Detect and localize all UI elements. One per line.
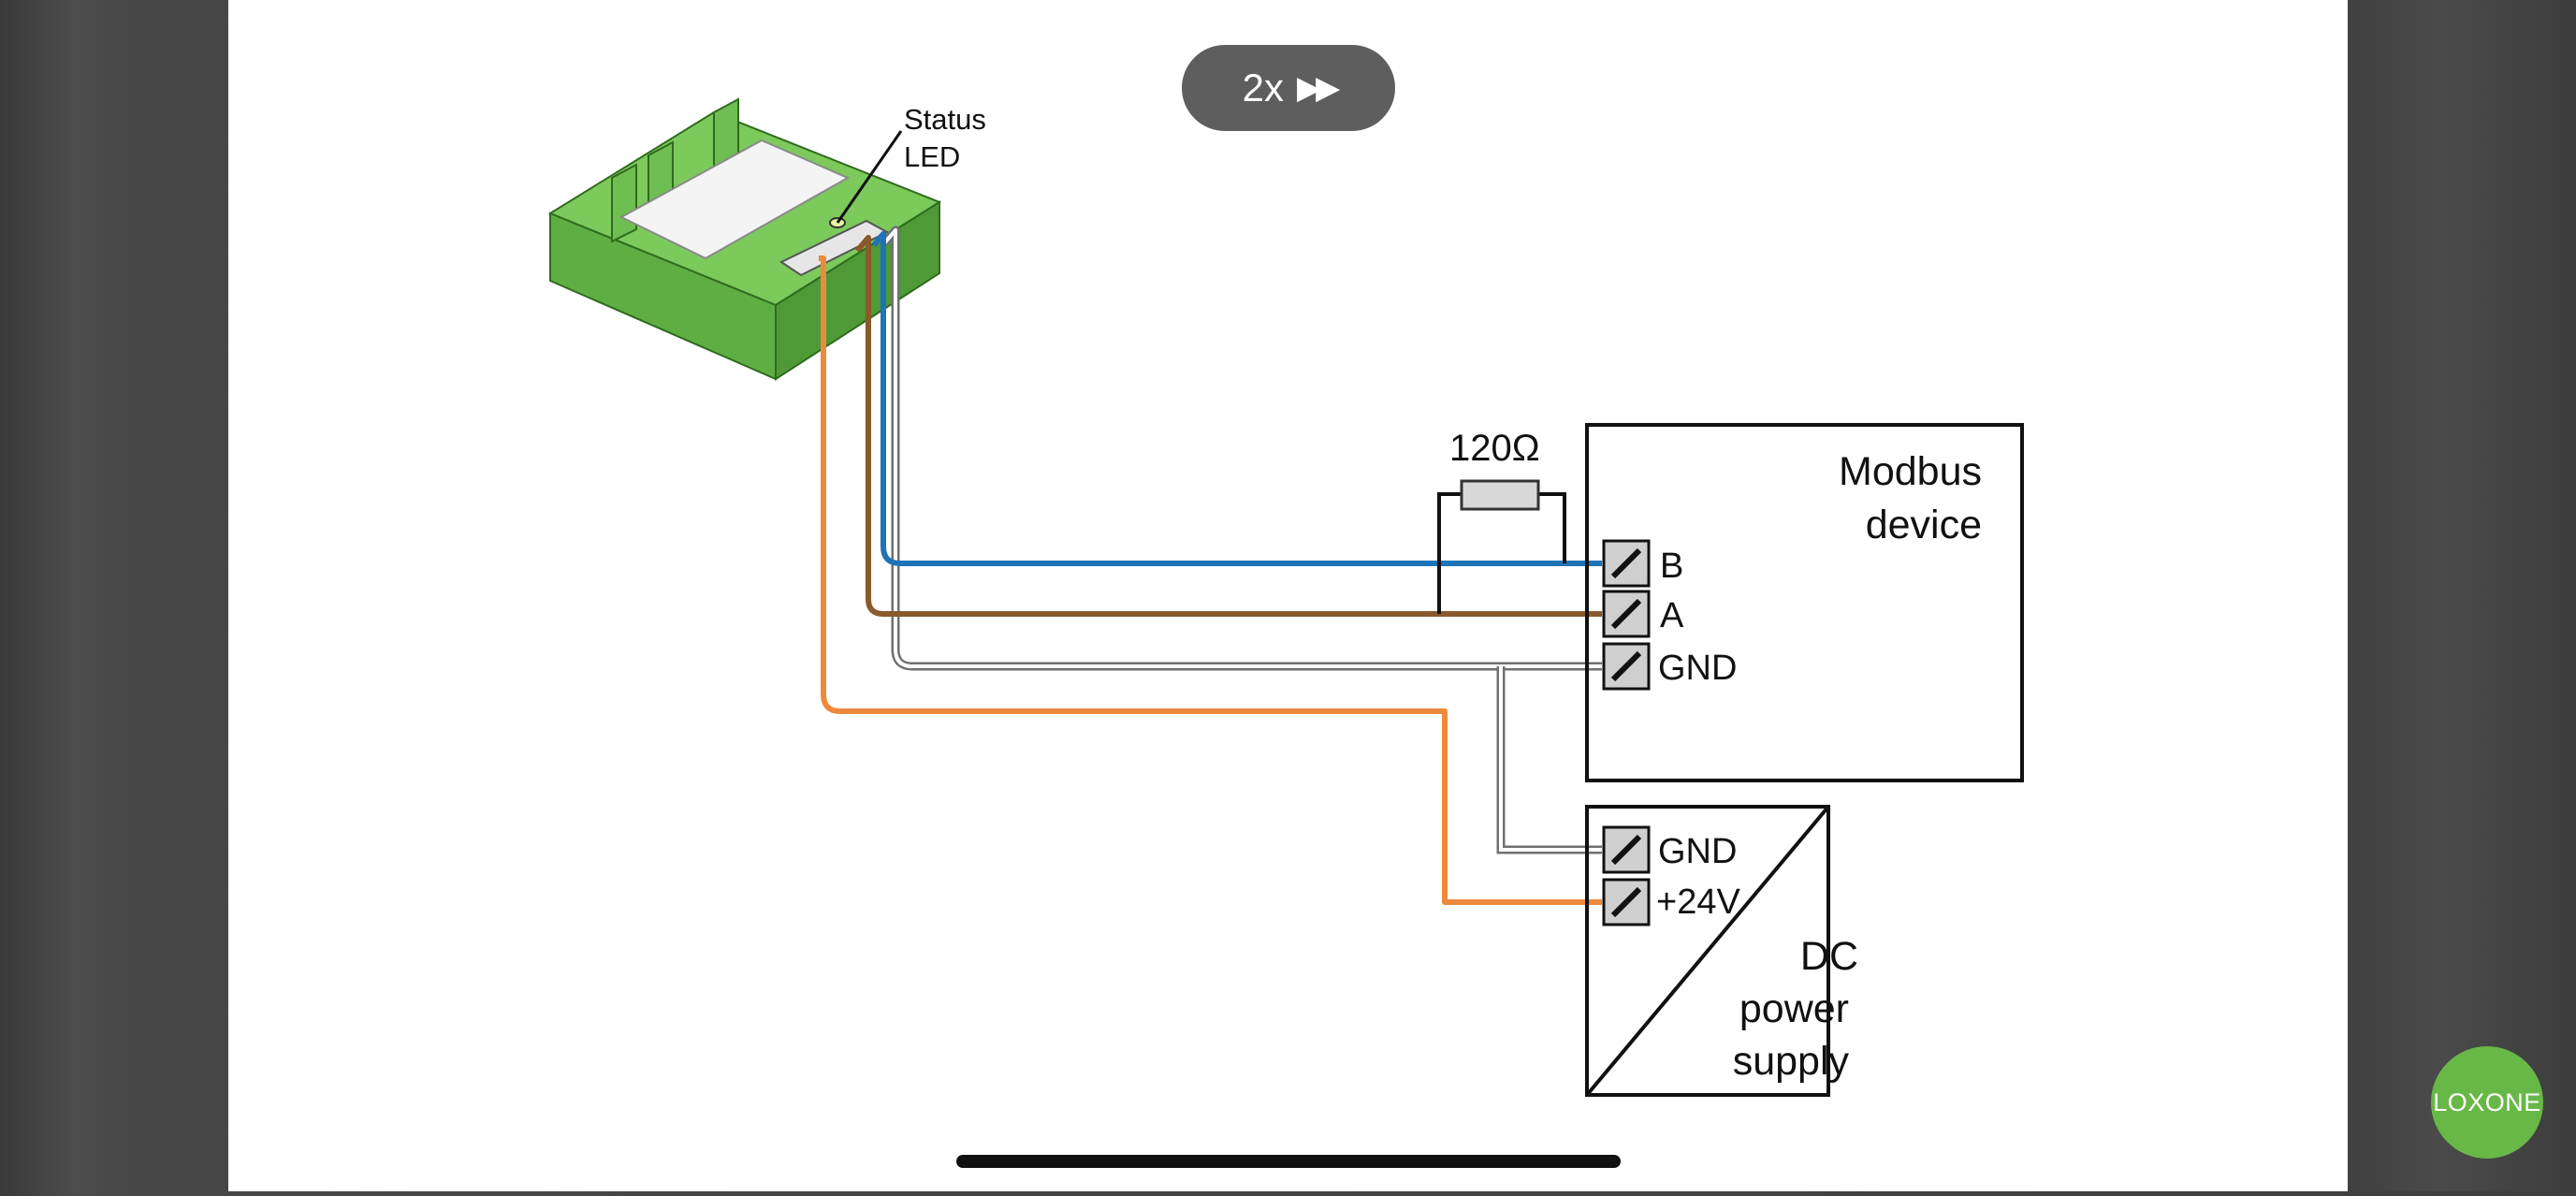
- terminal-b: [1602, 539, 1651, 588]
- brand-label: LOXONE: [2433, 1087, 2541, 1116]
- psu-label-line2: power: [1739, 986, 1849, 1031]
- terminal-b-label: B: [1660, 547, 1683, 586]
- psu-box: [1585, 805, 1830, 1097]
- psu-label-line1: DC: [1800, 934, 1858, 979]
- wire-b: [871, 231, 1602, 566]
- playback-speed-label: 2x: [1242, 66, 1285, 109]
- terminal-gnd-psu-label: GND: [1658, 832, 1737, 871]
- psu-label-line3: supply: [1733, 1039, 1850, 1084]
- resistor-label: 120Ω: [1449, 428, 1540, 469]
- home-indicator[interactable]: [956, 1155, 1621, 1168]
- terminal-24v-label: +24V: [1656, 882, 1740, 922]
- video-frame: Status LED 120Ω Modbus device B: [228, 0, 2348, 1191]
- terminal-gnd-modbus-label: GND: [1658, 649, 1737, 688]
- modbus-label-line2: device: [1866, 503, 1982, 547]
- letterbox-right: [2348, 0, 2576, 1191]
- wiring-diagram: Status LED 120Ω Modbus device B: [547, 97, 2024, 1097]
- loxone-logo-badge[interactable]: LOXONE: [2431, 1046, 2543, 1159]
- modbus-label-line1: Modbus: [1839, 449, 1982, 494]
- terminal-gnd-psu: [1602, 825, 1651, 874]
- terminal-a-label: A: [1660, 596, 1684, 635]
- wire-24v: [819, 255, 1602, 905]
- termination-resistor: [1437, 479, 1566, 614]
- wire-a: [854, 235, 1602, 617]
- fast-forward-icon: ▶▶: [1297, 70, 1340, 106]
- terminal-gnd-modbus: [1602, 642, 1651, 691]
- modbus-device-box: [1585, 423, 2024, 782]
- terminal-24v: [1602, 878, 1651, 926]
- terminal-a: [1602, 590, 1651, 638]
- status-led-label-line2: LED: [904, 140, 960, 173]
- playback-speed-button[interactable]: 2x ▶▶: [1182, 45, 1395, 131]
- status-led-label-line1: Status: [904, 103, 986, 136]
